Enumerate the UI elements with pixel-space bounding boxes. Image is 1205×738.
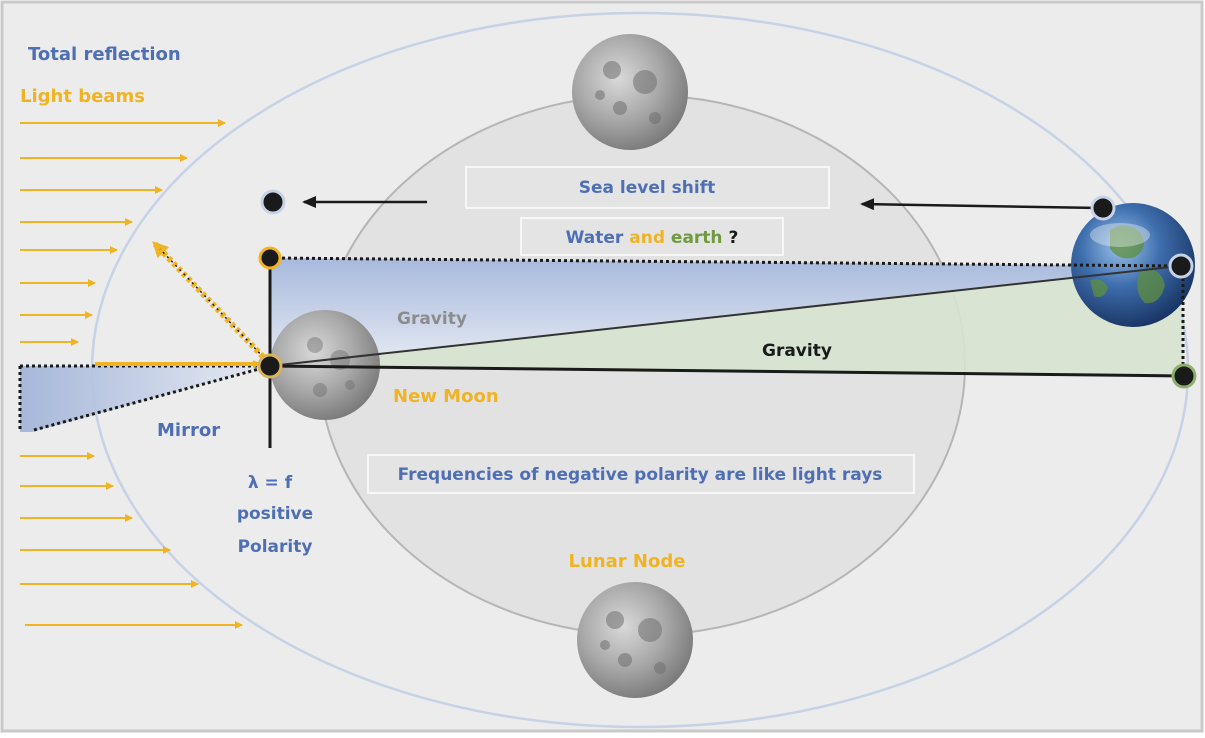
point-shifted xyxy=(260,189,286,215)
moon-bottom-craters xyxy=(600,611,666,674)
reflected-arrow-shadow xyxy=(159,248,269,363)
point-earth-bottom xyxy=(1171,363,1197,389)
lunar-node-label: Lunar Node xyxy=(569,551,686,572)
and-word: and xyxy=(623,228,671,248)
gravity-line-lower xyxy=(269,364,1185,378)
sea-level-shift-label: Sea level shift xyxy=(579,178,715,198)
wedge-bottom-dotted xyxy=(33,364,271,432)
water-earth-box xyxy=(520,217,784,256)
gravity-label-lower: Gravity xyxy=(762,341,832,361)
earth-clouds xyxy=(1090,223,1150,247)
positive-label: positive xyxy=(237,504,313,524)
water-word: Water xyxy=(566,228,624,248)
frequencies-box xyxy=(367,454,915,494)
lambda-label: λ = f xyxy=(248,473,293,493)
lower-gravity-wedge xyxy=(270,266,1184,376)
question-mark: ? xyxy=(723,228,739,248)
gravity-label-upper: Gravity xyxy=(397,309,467,329)
light-beams-label: Light beams xyxy=(20,86,145,107)
reflected-gold-arrow xyxy=(152,241,271,365)
mirror-label: Mirror xyxy=(157,420,220,441)
top-dotted-line xyxy=(269,256,1181,268)
point-mirror-top xyxy=(258,246,282,270)
point-mirror xyxy=(257,353,283,379)
moon-top xyxy=(572,34,688,150)
water-and-earth-label: Water and earth ? xyxy=(566,228,739,248)
moon-top-craters xyxy=(595,61,661,124)
new-moon-label: New Moon xyxy=(393,386,499,407)
moon-bottom xyxy=(577,582,693,698)
point-earth-center xyxy=(1168,253,1194,279)
earth-continents xyxy=(1090,225,1165,304)
moon-new xyxy=(270,310,380,420)
sea-level-arrow-right xyxy=(860,198,1101,211)
light-beam-arrows xyxy=(20,119,243,629)
point-earth-top xyxy=(1090,195,1116,221)
frequencies-label: Frequencies of negative polarity are lik… xyxy=(398,465,883,485)
moon-new-craters xyxy=(307,337,355,397)
earth-word: earth xyxy=(671,228,723,248)
total-reflection-label: Total reflection xyxy=(28,44,181,65)
gravity-line-upper xyxy=(269,265,1181,367)
sea-level-box xyxy=(465,166,830,209)
polarity-label: Polarity xyxy=(238,537,313,557)
upper-gravity-band xyxy=(270,258,1180,366)
